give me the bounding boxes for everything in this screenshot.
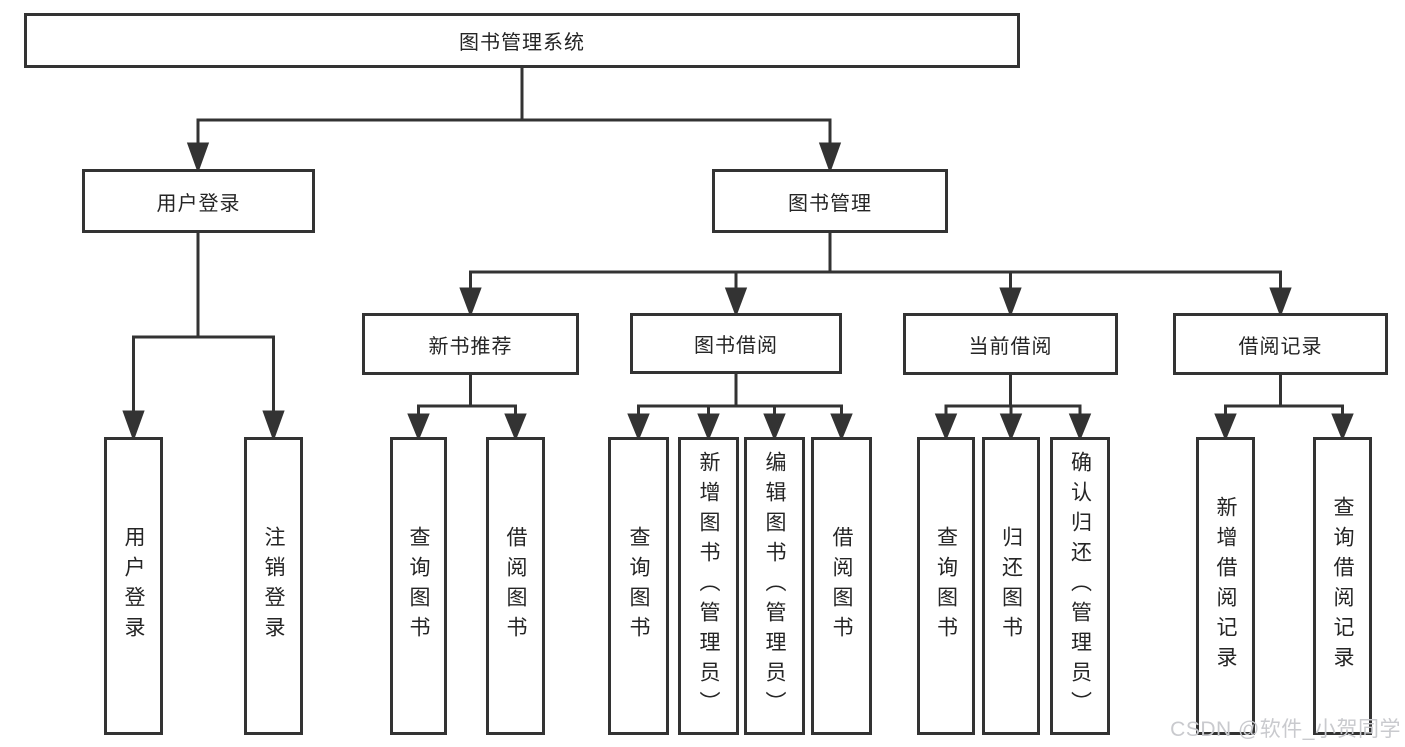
leaf-edit-book-admin: 编辑图书（管理员） [744, 437, 805, 735]
connector-new-book-to-leaves [407, 375, 527, 441]
node-book-management: 图书管理 [712, 169, 948, 233]
leaf-return-books: 归还图书 [982, 437, 1040, 735]
connector-book-borrowing-to-leaves [627, 374, 853, 441]
node-user-login: 用户登录 [82, 169, 315, 233]
connector-borrow-records-to-leaves [1214, 375, 1354, 441]
leaf-label: 查询图书 [934, 526, 958, 646]
node-label: 图书管理系统 [459, 32, 585, 54]
leaf-label: 新增借阅记录 [1214, 496, 1237, 676]
leaf-label: 查询借阅记录 [1331, 496, 1354, 676]
leaf-query-books-borrowing: 查询图书 [608, 437, 669, 735]
leaf-query-books-current: 查询图书 [917, 437, 975, 735]
node-label: 用户登录 [156, 192, 241, 215]
connector-current-borrowing-to-leaves [934, 375, 1092, 441]
connector-root-to-level2 [186, 68, 842, 174]
leaf-borrow-books-newbook: 借阅图书 [486, 437, 545, 735]
leaf-label: 新增图书（管理员） [697, 451, 720, 721]
csdn-watermark: CSDN @软件_小贺同学 [1170, 718, 1401, 741]
leaf-confirm-return-admin: 确认归还（管理员） [1050, 437, 1110, 735]
leaf-user-login: 用户登录 [104, 437, 163, 735]
leaf-logout: 注销登录 [244, 437, 303, 735]
node-current-borrowing: 当前借阅 [903, 313, 1118, 375]
leaf-label: 确认归还（管理员） [1068, 451, 1092, 721]
leaf-label: 查询图书 [627, 526, 650, 646]
node-new-book-recommendation: 新书推荐 [362, 313, 579, 375]
leaf-label: 归还图书 [999, 526, 1023, 646]
leaf-query-borrow-record: 查询借阅记录 [1313, 437, 1372, 735]
leaf-label: 编辑图书（管理员） [763, 451, 786, 721]
node-label: 新书推荐 [428, 335, 513, 358]
node-book-borrowing: 图书借阅 [630, 313, 842, 374]
connector-book-management-to-level3 [459, 233, 1292, 318]
node-label: 图书借阅 [694, 335, 778, 357]
node-label: 图书管理 [788, 192, 872, 215]
leaf-add-book-admin: 新增图书（管理员） [678, 437, 739, 735]
leaf-label: 用户登录 [122, 526, 145, 646]
node-label: 借阅记录 [1238, 335, 1323, 358]
leaf-query-books-newbook: 查询图书 [390, 437, 447, 735]
node-label: 当前借阅 [968, 335, 1053, 358]
node-borrowing-records: 借阅记录 [1173, 313, 1388, 375]
leaf-label: 查询图书 [407, 526, 430, 646]
leaf-borrow-books-borrowing: 借阅图书 [811, 437, 872, 735]
leaf-label: 注销登录 [262, 526, 285, 646]
connector-user-login-to-leaves [122, 233, 285, 442]
leaf-label: 借阅图书 [830, 526, 853, 646]
leaf-label: 借阅图书 [504, 526, 527, 646]
node-library-management-system: 图书管理系统 [24, 13, 1020, 68]
leaf-add-borrow-record: 新增借阅记录 [1196, 437, 1255, 735]
